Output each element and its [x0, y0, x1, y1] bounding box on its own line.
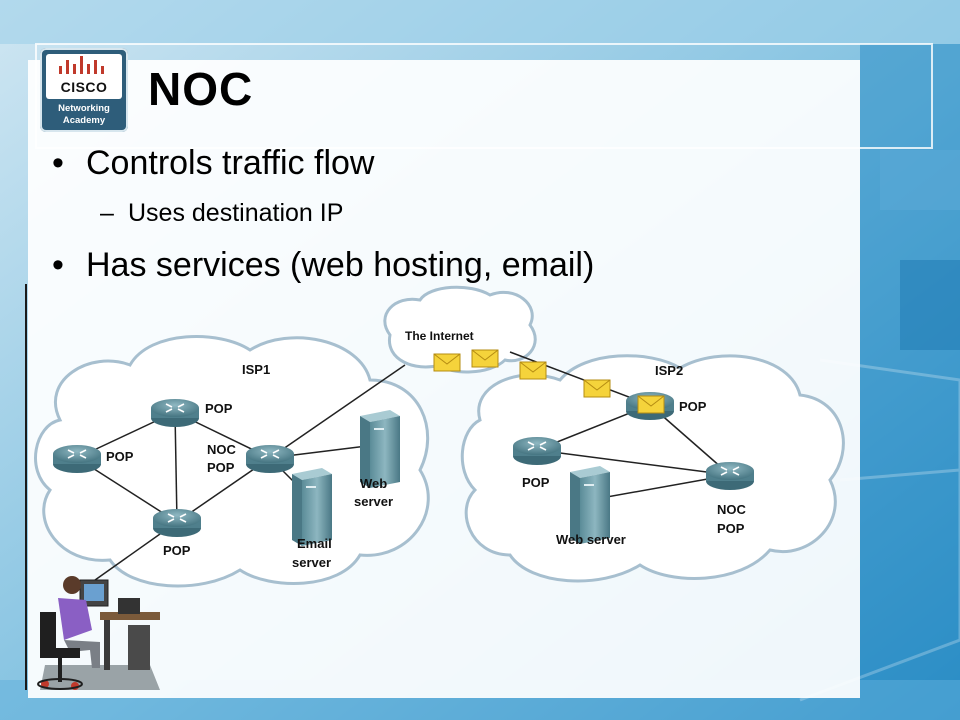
logo-line1: Networking [58, 103, 110, 114]
packet-envelope-icon [471, 349, 499, 368]
isp1-email-server-label-line1: Email [297, 536, 332, 551]
bullet-2-marker: – [100, 199, 114, 227]
isp2-noc-router-icon [705, 461, 755, 491]
isp1-web-server-label-line2: server [354, 494, 393, 509]
isp1-email-server-label-line2: server [292, 555, 331, 570]
isp1-pop-bottom-router-icon [152, 508, 202, 538]
packet-envelope-icon [519, 361, 547, 380]
bullet-3-marker: • [52, 246, 64, 284]
packet-envelope-icon [433, 353, 461, 372]
isp1-noc-label-line1: NOC [207, 442, 237, 457]
logo-brand: CISCO [60, 79, 108, 95]
slide-title: NOC [148, 63, 254, 115]
bullet-1-marker: • [52, 144, 64, 182]
isp2-pop-left-label: POP [522, 475, 550, 490]
isp2-cloud [460, 354, 845, 583]
isp1-label: ISP1 [242, 362, 270, 377]
isp1-email-server-icon [292, 468, 332, 546]
isp2-pop-top-label: POP [679, 399, 707, 414]
bullet-1-text: Controls traffic flow [86, 144, 375, 182]
isp2-label: ISP2 [655, 363, 683, 378]
internet-label: The Internet [405, 329, 474, 343]
isp1-pop-top-label: POP [205, 401, 233, 416]
isp2-noc-label-line1: NOC [717, 502, 747, 517]
bullet-2-text: Uses destination IP [128, 199, 344, 227]
isp2-pop-left-router-icon [512, 436, 562, 466]
isp1-pop-top-router-icon [150, 398, 200, 428]
bullet-3-text: Has services (web hosting, email) [86, 246, 595, 284]
logo-badge: CISCO [46, 54, 122, 99]
isp1-noc-router-icon [245, 444, 295, 474]
isp2-noc-label-line2: POP [717, 521, 745, 536]
isp2-web-server-label: Web server [556, 532, 626, 547]
isp1-pop-left-label: POP [106, 449, 134, 464]
technician-workstation-icon [37, 576, 160, 690]
bullet-3: • Has services (web hosting, email) [52, 246, 594, 285]
isp1-pop-left-router-icon [52, 444, 102, 474]
isp1-pop-bottom-label: POP [163, 543, 191, 558]
laptop-watermark [799, 358, 960, 702]
isp1-web-server-label-line1: Web [360, 476, 387, 491]
cisco-bars-icon [59, 56, 104, 74]
packet-envelope-icon [637, 395, 665, 414]
packet-envelope-icon [583, 379, 611, 398]
bullet-2: – Uses destination IP [100, 199, 343, 228]
isp1-noc-label-line2: POP [207, 460, 235, 475]
cisco-networking-academy-logo: CISCO Networking Academy [40, 48, 128, 132]
logo-line2: Academy [62, 115, 106, 126]
bullet-1: • Controls traffic flow [52, 144, 374, 183]
